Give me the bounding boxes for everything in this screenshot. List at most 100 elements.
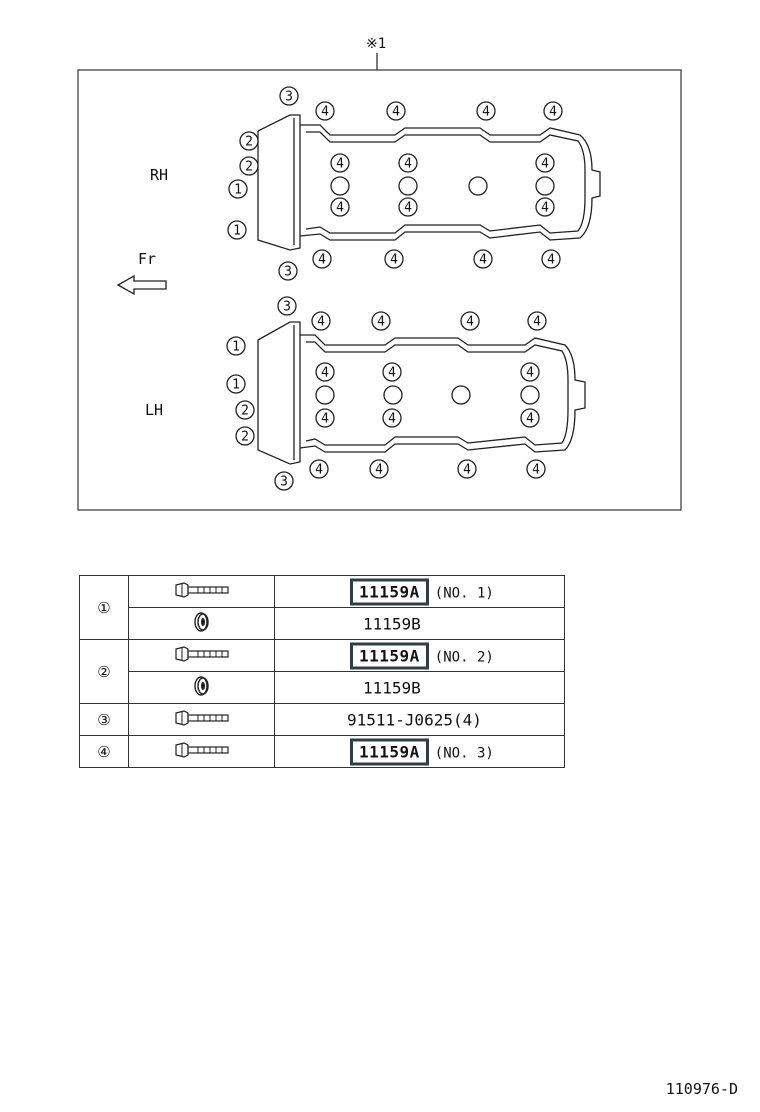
svg-text:3: 3 [284,265,292,280]
callout-4: 4 [398,197,418,217]
svg-text:4: 4 [533,315,541,330]
callout-4: 4 [382,408,402,428]
callout-3: 3 [274,471,294,491]
table-row: ② 11159A (NO. 2) [79,639,565,704]
callout-4: 4 [526,459,546,479]
callout-4: 4 [541,249,561,269]
callout-4: 4 [330,153,350,173]
callout-1: 1 [226,374,246,394]
svg-text:1: 1 [232,340,240,355]
callout-1: 1 [227,220,247,240]
callout-4: 4 [460,311,480,331]
svg-text:4: 4 [479,253,487,268]
callout-1: 1 [228,179,248,199]
svg-text:4: 4 [321,412,329,427]
callout-4: 4 [369,459,389,479]
callout-4: 4 [398,153,418,173]
svg-text:4: 4 [317,315,325,330]
callout-4: 4 [311,311,331,331]
svg-text:4: 4 [336,157,344,172]
part-number: 11159A [350,642,429,669]
callout-3: 3 [278,261,298,281]
part-number: 11159B [363,678,421,697]
callout-4: 4 [384,249,404,269]
svg-text:4: 4 [463,463,471,478]
svg-text:4: 4 [404,201,412,216]
part-note: (NO. 3) [434,745,494,761]
callout-4: 4 [386,101,406,121]
svg-text:4: 4 [377,315,385,330]
svg-text:2: 2 [245,135,253,150]
svg-text:4: 4 [392,105,400,120]
bolt-icon [128,735,275,768]
svg-text:4: 4 [321,366,329,381]
kit-reference-label: ※1 [366,36,387,52]
callout-4: 4 [543,101,563,121]
callout-4: 4 [382,362,402,382]
svg-text:3: 3 [283,300,291,315]
svg-text:4: 4 [549,105,557,120]
svg-text:4: 4 [532,463,540,478]
callout-2: 2 [235,400,255,420]
svg-text:4: 4 [336,201,344,216]
grommet-icon [128,607,275,640]
svg-text:2: 2 [241,404,249,419]
lh-cover-gasket [257,321,586,465]
svg-text:4: 4 [526,366,534,381]
front-arrow-icon [116,274,167,296]
callout-4: 4 [520,362,540,382]
svg-text:4: 4 [315,463,323,478]
front-label: Fr [138,250,157,268]
svg-text:1: 1 [233,224,241,239]
part-note: (NO. 2) [434,649,494,665]
callout-2: 2 [235,426,255,446]
part-number: 91511-J0625(4) [347,710,482,729]
lh-label: LH [145,401,164,419]
svg-text:3: 3 [280,475,288,490]
svg-text:1: 1 [232,378,240,393]
svg-text:4: 4 [388,366,396,381]
bolt-icon [128,703,275,736]
figure-code: 110976-D [665,1080,738,1098]
callout-4: 4 [309,459,329,479]
rh-label: RH [150,166,169,184]
part-number: 11159A [350,578,429,605]
row-callout-number: ② [79,639,129,704]
grommet-icon [128,671,275,704]
callout-1: 1 [226,336,246,356]
svg-text:4: 4 [466,315,474,330]
bolt-icon [128,639,275,672]
svg-text:4: 4 [321,105,329,120]
row-callout-number: ① [79,575,129,640]
callout-4: 4 [535,197,555,217]
svg-text:2: 2 [241,430,249,445]
svg-text:4: 4 [526,412,534,427]
part-note: (NO. 1) [434,585,494,601]
callout-4: 4 [315,408,335,428]
svg-text:2: 2 [245,160,253,175]
callout-4: 4 [520,408,540,428]
svg-text:4: 4 [541,201,549,216]
callout-4: 4 [371,311,391,331]
part-number: 11159A [350,738,429,765]
svg-text:4: 4 [390,253,398,268]
svg-text:4: 4 [482,105,490,120]
table-row: 11159B [80,671,565,704]
callout-3: 3 [277,296,297,316]
svg-text:4: 4 [404,157,412,172]
svg-text:1: 1 [234,183,242,198]
callout-4: 4 [457,459,477,479]
callout-4: 4 [535,153,555,173]
callout-2: 2 [239,131,259,151]
callout-4: 4 [527,311,547,331]
callout-4: 4 [473,249,493,269]
bolt-icon [128,575,275,608]
rh-cover-gasket [257,114,601,251]
callout-4: 4 [315,101,335,121]
svg-text:4: 4 [375,463,383,478]
callout-4: 4 [312,249,332,269]
svg-text:4: 4 [318,253,326,268]
